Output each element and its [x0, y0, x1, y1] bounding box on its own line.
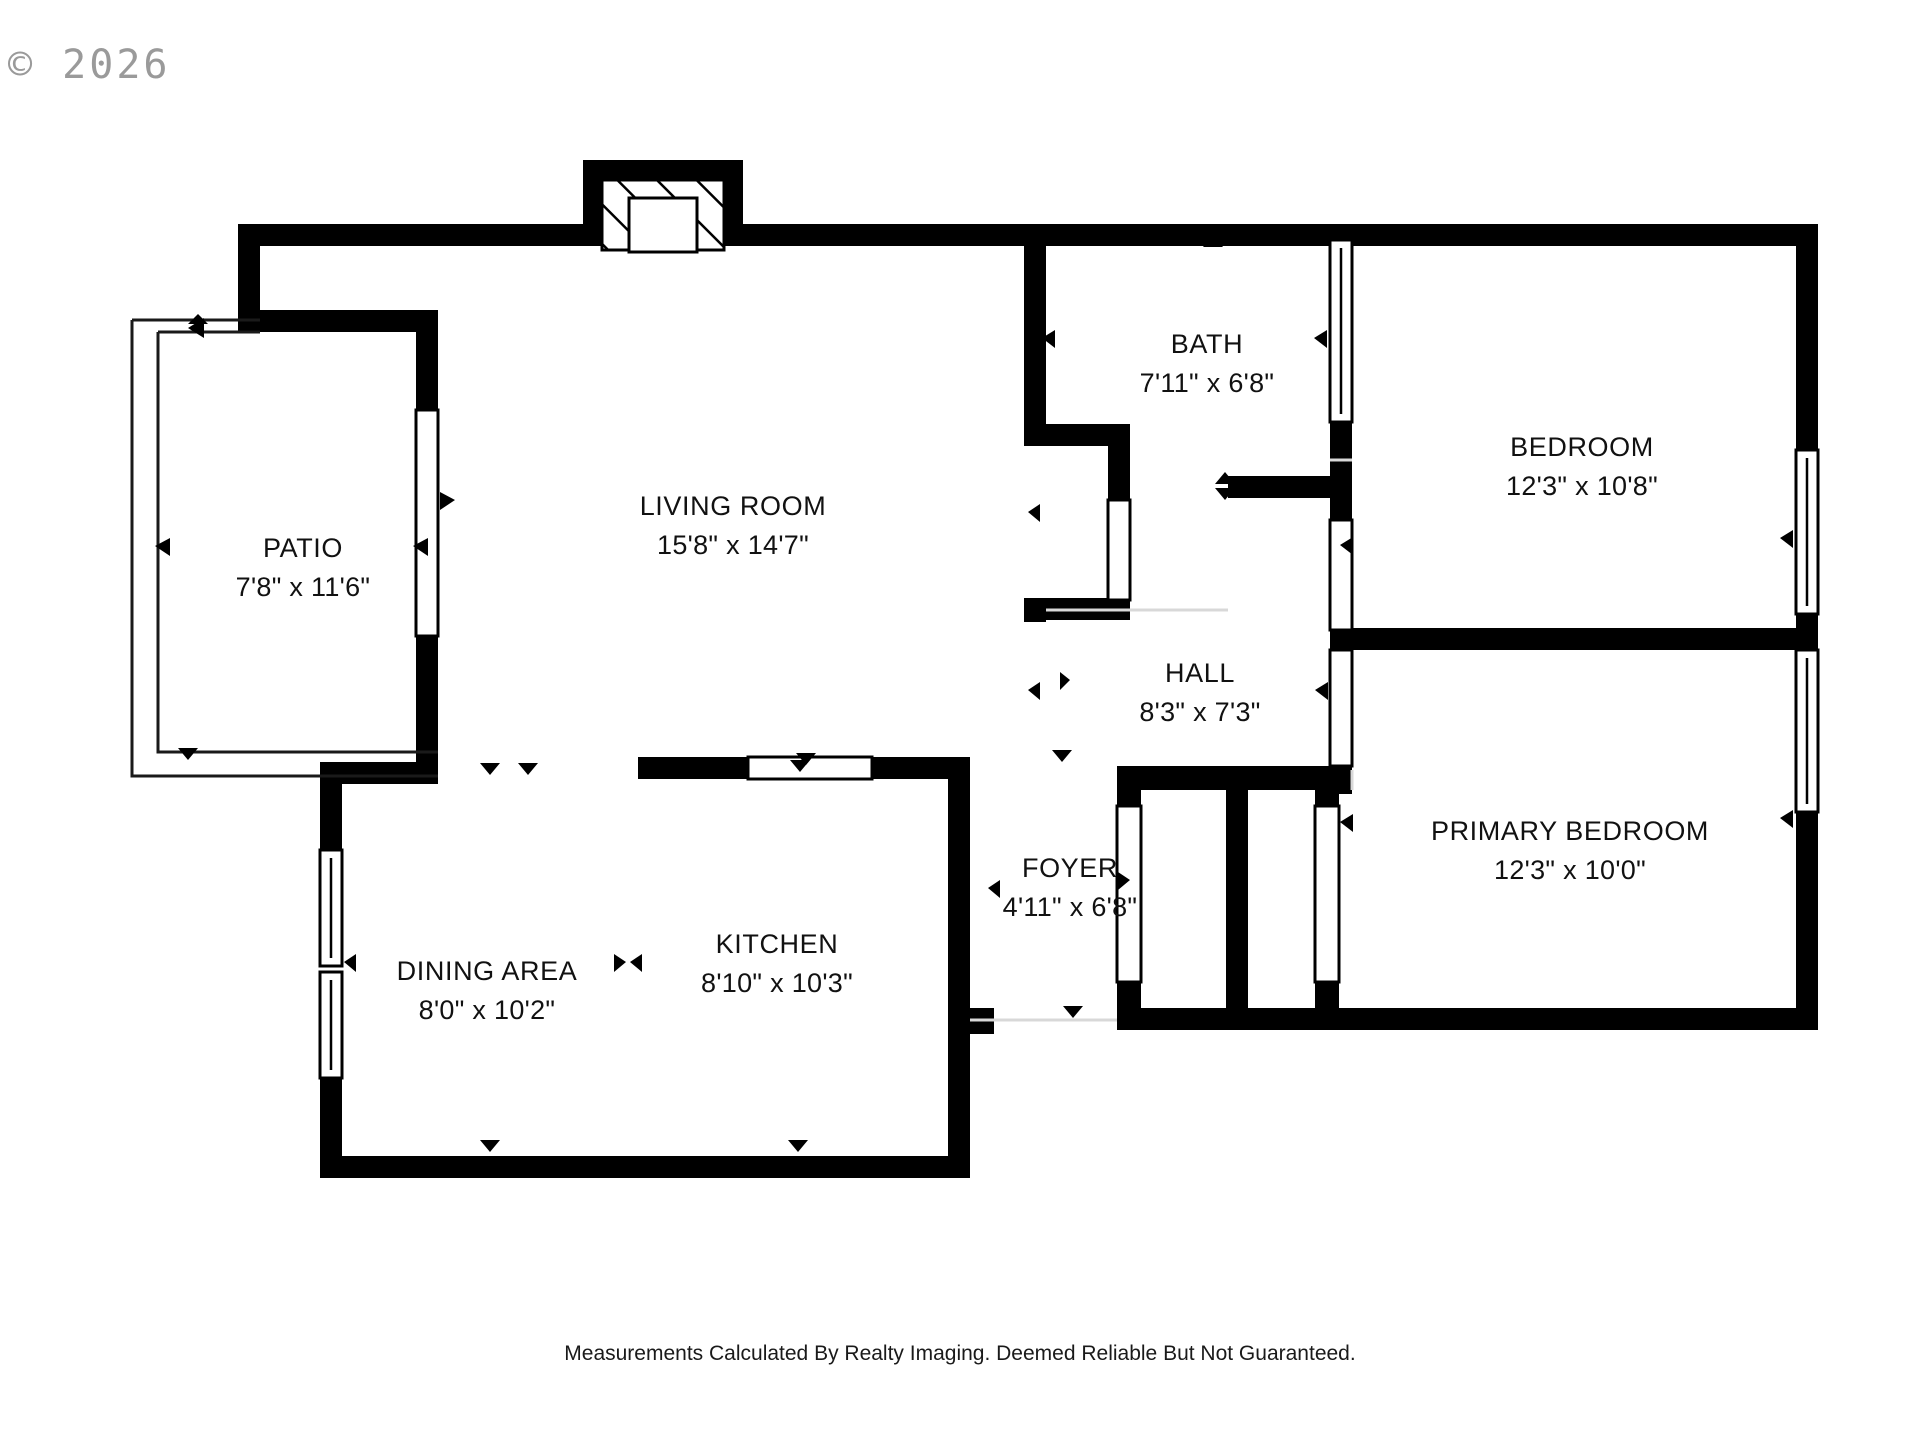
fireplace-chimney: [600, 178, 726, 254]
kitchen-name: KITCHEN: [716, 929, 839, 959]
foyer-dimensions: 4'11" x 6'8": [1003, 892, 1138, 922]
hall-name: HALL: [1165, 658, 1235, 688]
room-label-living-room: LIVING ROOM 15'8" x 14'7": [640, 491, 827, 560]
exterior-walls: [238, 160, 1818, 1178]
patio-dimensions: 7'8" x 11'6": [236, 572, 371, 602]
room-label-dining-area: DINING AREA 8'0" x 10'2": [397, 956, 578, 1025]
copyright-watermark: © 2026: [8, 42, 171, 88]
room-label-foyer: FOYER 4'11" x 6'8": [1003, 853, 1138, 922]
room-label-patio: PATIO 7'8" x 11'6": [236, 533, 371, 602]
primary-bedroom-dimensions: 12'3" x 10'0": [1494, 855, 1646, 885]
patio-name: PATIO: [263, 533, 343, 563]
foyer-name: FOYER: [1022, 853, 1118, 883]
room-label-bedroom: BEDROOM 12'3" x 10'8": [1506, 432, 1658, 501]
bath-name: BATH: [1171, 329, 1243, 359]
disclaimer-text: Measurements Calculated By Realty Imagin…: [564, 1342, 1356, 1365]
bedroom-name: BEDROOM: [1510, 432, 1654, 462]
room-label-primary-bedroom: PRIMARY BEDROOM 12'3" x 10'0": [1431, 816, 1709, 885]
bedroom-dimensions: 12'3" x 10'8": [1506, 471, 1658, 501]
windows: [318, 238, 1820, 1080]
dimension-arrows: [155, 235, 1793, 1152]
room-labels: PATIO 7'8" x 11'6" LIVING ROOM 15'8" x 1…: [236, 329, 1709, 1025]
room-label-kitchen: KITCHEN 8'10" x 10'3": [701, 929, 853, 998]
hall-dimensions: 8'3" x 7'3": [1139, 697, 1260, 727]
dining-area-dimensions: 8'0" x 10'2": [419, 995, 556, 1025]
room-label-bath: BATH 7'11" x 6'8": [1140, 329, 1275, 398]
openings-and-faint-lines: [970, 458, 1354, 1022]
kitchen-dimensions: 8'10" x 10'3": [701, 968, 853, 998]
bath-dimensions: 7'11" x 6'8": [1140, 368, 1275, 398]
dining-area-name: DINING AREA: [397, 956, 578, 986]
living-room-dimensions: 15'8" x 14'7": [657, 530, 809, 560]
primary-bedroom-name: PRIMARY BEDROOM: [1431, 816, 1709, 846]
room-label-hall: HALL 8'3" x 7'3": [1139, 658, 1260, 727]
living-room-name: LIVING ROOM: [640, 491, 827, 521]
